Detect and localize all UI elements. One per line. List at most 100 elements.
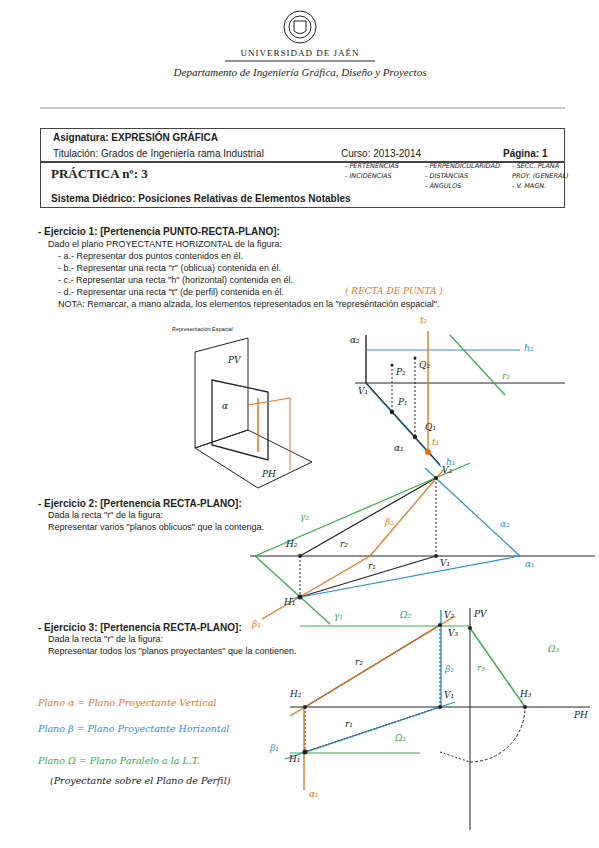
line-label: t₂ <box>420 316 427 326</box>
point <box>413 435 417 439</box>
handwritten-note: - V. MAGN. <box>512 183 546 190</box>
profile-axis <box>470 608 471 830</box>
plane-label: PH <box>262 470 276 480</box>
line-label: r₁ <box>368 562 376 572</box>
profile-line <box>290 398 291 470</box>
plane-label: PH <box>574 711 588 721</box>
line-projection <box>470 628 525 707</box>
reference-line <box>300 556 301 597</box>
line-projection <box>366 349 520 350</box>
point-label: V₃ <box>448 629 458 639</box>
header-text: Sistema Diédrico: Posiciones Relativas d… <box>51 193 351 204</box>
point <box>468 626 472 630</box>
plane-trace <box>290 556 520 599</box>
point <box>438 623 442 627</box>
exercise-text: - d.- Representar una recta "t" (de perf… <box>58 288 284 298</box>
exercise-text: Representar todos los "planos proyectant… <box>48 647 297 657</box>
line-label: r₂ <box>355 658 363 668</box>
point <box>391 364 394 367</box>
reference-line <box>415 358 416 437</box>
trace-label: α₁ <box>309 790 319 800</box>
handwritten-note: - ÁNGULOS <box>425 183 461 190</box>
line-label: r₂ <box>502 372 510 382</box>
line-label: r₂ <box>340 540 348 550</box>
line-label: t₁ <box>432 438 439 448</box>
point <box>390 410 394 414</box>
trace-label: α₁ <box>525 560 535 570</box>
university-logo <box>289 16 311 38</box>
point <box>425 449 431 455</box>
handwritten-note: Plano α = Plano Proyectante Vertical <box>38 698 216 708</box>
exercise-heading: - Ejercicio 2: [Pertenencia RECTA-PLANO]… <box>38 498 242 509</box>
header-text: Página: 1 <box>503 148 547 159</box>
header-text: Asignatura: EXPRESIÓN GRÁFICA <box>53 132 218 143</box>
handwritten-note: - PERPENDICULARIDAD <box>425 163 500 170</box>
trace-label: β₁ <box>270 744 279 754</box>
line-label: r₁ <box>345 720 353 730</box>
trace-label: γ₂ <box>300 513 309 523</box>
trace-label: β₂ <box>445 665 454 675</box>
plane-trace <box>290 616 455 716</box>
point-label: V₂ <box>442 466 452 476</box>
handwritten-note: PROY. (GENERAL) <box>512 173 569 180</box>
plane-trace <box>255 556 330 624</box>
plane-trace <box>365 335 366 383</box>
point-label: H₁ <box>284 598 295 608</box>
profile-line <box>248 398 290 405</box>
line-label: r₃ <box>477 664 485 674</box>
plane-trace <box>370 469 444 556</box>
trace-label: α₂ <box>350 336 360 346</box>
exercise-text: Dada la recta "r" de la figura: <box>48 635 163 645</box>
point <box>438 705 442 709</box>
exercise-text: NOTA: Remarcar, a mano alzada, los eleme… <box>58 300 439 310</box>
university-logo <box>284 11 316 43</box>
exercise-heading: - Ejercicio 3: [Pertenencia RECTA-PLANO]… <box>38 622 242 633</box>
point-label: V₁ <box>444 691 454 701</box>
university-name: UNIVERSIDAD DE JAÉN <box>241 49 360 59</box>
exercise-text: - c.- Representar una recta "h" (horizon… <box>58 276 293 286</box>
header-rule <box>40 108 565 109</box>
trace-label: α₂ <box>500 520 510 530</box>
line-projection <box>367 385 441 467</box>
point <box>434 476 438 480</box>
line-projection <box>450 335 505 395</box>
point-label: Q₁ <box>425 423 436 433</box>
plane-trace <box>255 463 470 556</box>
trace-label: Ω₁ <box>395 734 406 744</box>
exercise-text: Dada la recta "r" de la figura: <box>48 511 163 521</box>
trace-label: α₁ <box>394 444 404 454</box>
plane-label: α <box>222 402 228 412</box>
header-text: PRÁCTICA nº: 3 <box>51 167 148 181</box>
point <box>434 554 438 558</box>
point <box>303 750 308 755</box>
handwritten-note: - DISTANCIAS <box>425 173 468 180</box>
university-logo <box>294 21 306 34</box>
course-info-box: Asignatura: EXPRESIÓN GRÁFICA Titulación:… <box>40 128 565 162</box>
point-label: P₁ <box>398 398 408 408</box>
handwritten-note: - SECC. PLANA <box>512 163 559 170</box>
line-projection <box>300 478 436 556</box>
point-label: H₁ <box>289 755 300 765</box>
plane-trace <box>425 468 520 556</box>
figure-caption: Representación Espacial <box>172 326 233 332</box>
handwritten-note: - INCIDENCIAS <box>345 173 392 180</box>
plane-trace <box>285 702 455 759</box>
header-rule <box>225 61 375 62</box>
point <box>303 705 307 709</box>
rotation-arc <box>470 707 525 762</box>
line-label: h₂ <box>524 344 533 354</box>
trace-label: β₁ <box>252 620 261 630</box>
point <box>298 554 302 558</box>
point-label: H₃ <box>520 690 531 700</box>
reference-line <box>392 365 393 412</box>
point-label: V₁ <box>440 559 450 569</box>
exercise-text: Representar varios "planos oblicuos" que… <box>48 523 264 533</box>
header-text: Titulación: Grados de Ingeniería rama In… <box>53 148 264 159</box>
handwritten-note: ( RECTA DE PUNTA ) <box>345 287 443 297</box>
plane-trace <box>290 752 420 753</box>
vertical-plane <box>195 338 248 448</box>
point-label: Q₂ <box>419 361 430 371</box>
department-name: Departamento de Ingeniería Gráfica, Dise… <box>174 66 427 78</box>
point-label: V₁ <box>358 387 368 397</box>
exercise-text: - a.- Representar dos puntos contenidos … <box>58 252 243 262</box>
